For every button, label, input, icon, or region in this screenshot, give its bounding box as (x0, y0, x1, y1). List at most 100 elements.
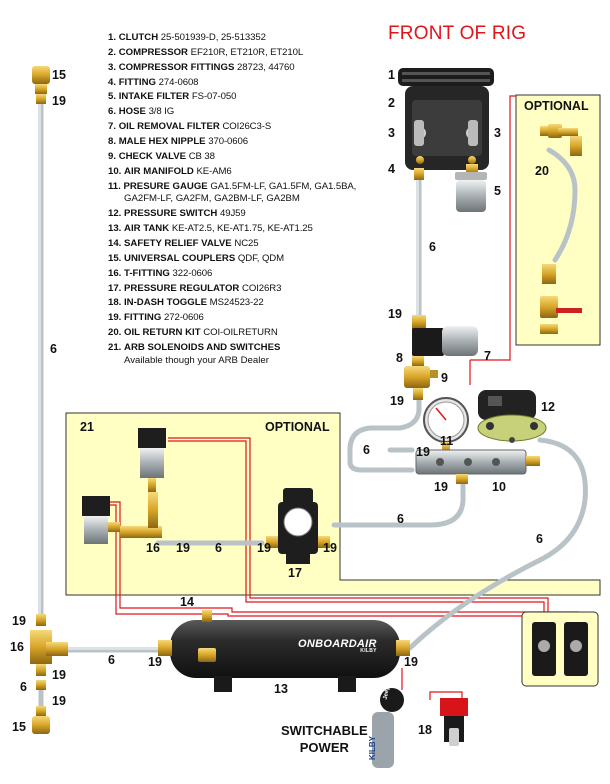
callout-3b: 3 (494, 126, 501, 140)
legend-item: 9. CHECK VALVE CB 38 (108, 150, 408, 165)
legend-item: 13. AIR TANK KE-AT2.5, KE-AT1.75, KE-AT1… (108, 222, 408, 237)
optional-label-solenoids: OPTIONAL (265, 420, 330, 434)
oil-return-kit (540, 124, 582, 334)
legend-item-part-numbers: CB 38 (188, 150, 215, 162)
legend-item-number: 1. (108, 32, 117, 43)
legend-item-number: 17. (108, 282, 122, 294)
callout-14: 14 (180, 595, 194, 609)
legend-item-number: 8. (108, 136, 117, 148)
legend-item-number: 19. (108, 312, 122, 324)
legend-item-part-numbers: KE-AM6 (196, 165, 232, 177)
legend-item-name: INTAKE FILTER (118, 91, 190, 103)
callout-6-bottom: 6 (20, 680, 27, 694)
pressure-gauge (423, 397, 469, 454)
legend-item-name: SAFETY RELIEF VALVE (124, 238, 232, 250)
compressor (405, 86, 489, 170)
legend-item-name: COMPRESSOR FITTINGS (118, 61, 235, 73)
kilby-logo: KILBY (368, 736, 377, 760)
optional-region-solenoids (65, 412, 601, 596)
legend-item-number: 7. (108, 121, 117, 133)
legend-item-name: T-FITTING (124, 267, 170, 279)
legend-item-part-numbers: 3/8 IG (148, 106, 175, 118)
callout-9: 9 (441, 371, 448, 385)
legend-item-part-numbers: 272-0606 (164, 312, 204, 324)
callout-19-b: 19 (388, 307, 402, 321)
legend-item-name: PRESSURE REGULATOR (124, 282, 240, 294)
callout-1: 1 (388, 68, 395, 82)
legend-item: 18. IN-DASH TOGGLE MS24523-22 (108, 296, 408, 311)
legend-item-name: UNIVERSAL COUPLERS (124, 252, 236, 264)
legend-item-name: AIR MANIFOLD (124, 165, 194, 177)
legend-item: 6. HOSE 3/8 IG (108, 105, 408, 120)
legend-item: 12. PRESSURE SWITCH 49J59 (108, 207, 408, 222)
legend-item-part-numbers: KE-AT2.5, KE-AT1.75, KE-AT1.25 (171, 223, 313, 235)
switchable-power-label: SWITCHABLE POWER (281, 723, 368, 757)
legend-item: 14. SAFETY RELIEF VALVE NC25 (108, 237, 408, 252)
hoses (38, 97, 588, 711)
optional-label-oil-return: OPTIONAL (524, 99, 589, 113)
callout-17: 17 (288, 566, 302, 580)
callout-19-h: 19 (323, 541, 337, 555)
legend-item: 7. OIL REMOVAL FILTER COI26C3-S (108, 120, 408, 135)
legend-item-part-numbers: NC25 (234, 238, 259, 250)
legend-item-name: ARB SOLENOIDS AND SWITCHES (124, 342, 281, 354)
legend-item-part-numbers: MS24523-22 (209, 297, 264, 309)
callout-6-right: 6 (536, 532, 543, 546)
callout-15-bottom: 15 (12, 720, 26, 734)
legend-item: 3. COMPRESSOR FITTINGS 28723, 44760 (108, 61, 408, 76)
legend-item-number: 18. (108, 297, 122, 309)
callout-19-g: 19 (257, 541, 271, 555)
legend-item-name: PRESURE GAUGE (123, 180, 208, 192)
legend-item-part-numbers: COI-OILRETURN (203, 327, 278, 339)
legend-item: 16. T-FITTING 322-0606 (108, 267, 408, 282)
legend-item-number: 11. (108, 180, 121, 192)
left-fittings (30, 66, 68, 734)
legend-item-number: 21. (108, 342, 122, 354)
legend-item-part-numbers: 274-0608 (158, 76, 199, 88)
legend-item-part-numbers: FS-07-050 (191, 91, 237, 103)
callout-6-hose-top: 6 (429, 240, 436, 254)
callout-16-mid: 16 (146, 541, 160, 555)
legend-item-number: 2. (108, 46, 117, 58)
callout-18: 18 (418, 723, 432, 737)
callout-19-d: 19 (416, 445, 430, 459)
legend-item-continuation: GA2FM-LF, GA2FM, GA2BM-LF, GA2BM (124, 193, 300, 205)
legend-item-number: 9. (108, 150, 117, 162)
callout-19-j: 19 (148, 655, 162, 669)
legend-item-part-numbers: 25-501939-D, 25-513352 (160, 32, 266, 43)
clutch-pulley (398, 68, 494, 86)
legend-item-name: OIL RETURN KIT (124, 327, 201, 339)
in-dash-toggle (440, 698, 468, 746)
tank-brand-text: ONBOARDAIR (298, 638, 377, 650)
legend-item-continuation: Available though your ARB Dealer (124, 354, 269, 366)
legend-item-part-numbers: 28723, 44760 (237, 61, 295, 73)
callout-5: 5 (494, 184, 501, 198)
callout-6-left-line: 6 (50, 342, 57, 356)
callout-19-k: 19 (404, 655, 418, 669)
air-tank (158, 610, 410, 692)
air-manifold (415, 449, 540, 484)
callout-7: 7 (484, 349, 491, 363)
callout-12: 12 (541, 400, 555, 414)
legend-item-part-numbers: GA1.5FM-LF, GA1.5FM, GA1.5BA, (210, 180, 357, 192)
legend-item: 4. FITTING 274-0608 (108, 76, 408, 91)
legend-item-part-numbers: COI26R3 (242, 282, 282, 294)
callout-15-top: 15 (52, 68, 66, 82)
legend-item: 17. PRESSURE REGULATOR COI26R3 (108, 282, 408, 297)
callout-13: 13 (274, 682, 288, 696)
legend-item: 11. PRESURE GAUGE GA1.5FM-LF, GA1.5FM, G… (108, 180, 408, 195)
hose-highlights (39, 100, 419, 650)
power-label-line-2: POWER (299, 739, 349, 755)
legend-item-name: MALE HEX NIPPLE (118, 136, 206, 148)
oil-removal-filter (404, 315, 478, 400)
legend-item-part-numbers: 49J59 (219, 208, 246, 220)
tank-brand-logo: ONBOARDAIR KILBY (298, 638, 377, 654)
legend-item: 2. COMPRESSOR EF210R, ET210R, ET210L (108, 46, 408, 61)
legend-item: 10. AIR MANIFOLD KE-AM6 (108, 165, 408, 180)
callout-6-solenoid-line: 6 (215, 541, 222, 555)
legend-item-number: 16. (108, 267, 122, 279)
solenoids (82, 428, 166, 544)
legend-item-part-numbers: COI26C3-S (222, 121, 272, 133)
front-of-rig-title: FRONT OF RIG (388, 23, 527, 44)
